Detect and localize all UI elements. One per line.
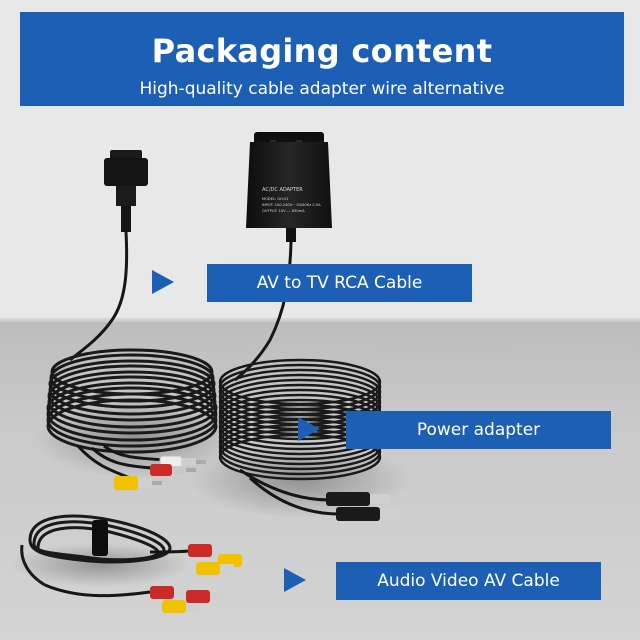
svg-text:OUTPUT: 10V --- 850mA: OUTPUT: 10V --- 850mA	[262, 209, 305, 213]
svg-text:INPUT: 100-240V~ 50/60Hz 0.5A: INPUT: 100-240V~ 50/60Hz 0.5A	[262, 203, 321, 207]
arrow-right-icon	[298, 417, 320, 441]
dc-plug-1	[326, 492, 390, 506]
arrow-right-icon	[284, 568, 306, 592]
snes-cable	[69, 231, 129, 362]
snes-connector	[104, 150, 148, 232]
dc-plug-2	[336, 507, 400, 521]
rca-bottom-lower	[150, 586, 224, 613]
av-coil-left	[46, 348, 218, 454]
svg-text:MODEL: GH-01: MODEL: GH-01	[262, 197, 289, 201]
rca-plug-yellow	[114, 476, 162, 490]
page-title: Packaging content	[151, 32, 493, 70]
rca-plug-red	[150, 464, 196, 476]
svg-text:AC/DC ADAPTER: AC/DC ADAPTER	[262, 187, 303, 193]
label-audio-video-av-cable: Audio Video AV Cable	[336, 562, 601, 600]
arrow-right-icon	[152, 270, 174, 294]
rca-bottom-upper	[188, 544, 256, 575]
header-banner: Packaging content High-quality cable ada…	[20, 12, 624, 106]
adapter-label-text: AC/DC ADAPTER MODEL: GH-01 INPUT: 100-24…	[262, 187, 321, 213]
label-av-to-tv-rca-cable: AV to TV RCA Cable	[207, 264, 472, 302]
velcro-strap	[92, 520, 108, 556]
page-subtitle: High-quality cable adapter wire alternat…	[139, 79, 505, 99]
label-power-adapter: Power adapter	[346, 411, 611, 449]
power-adapter	[246, 132, 332, 242]
